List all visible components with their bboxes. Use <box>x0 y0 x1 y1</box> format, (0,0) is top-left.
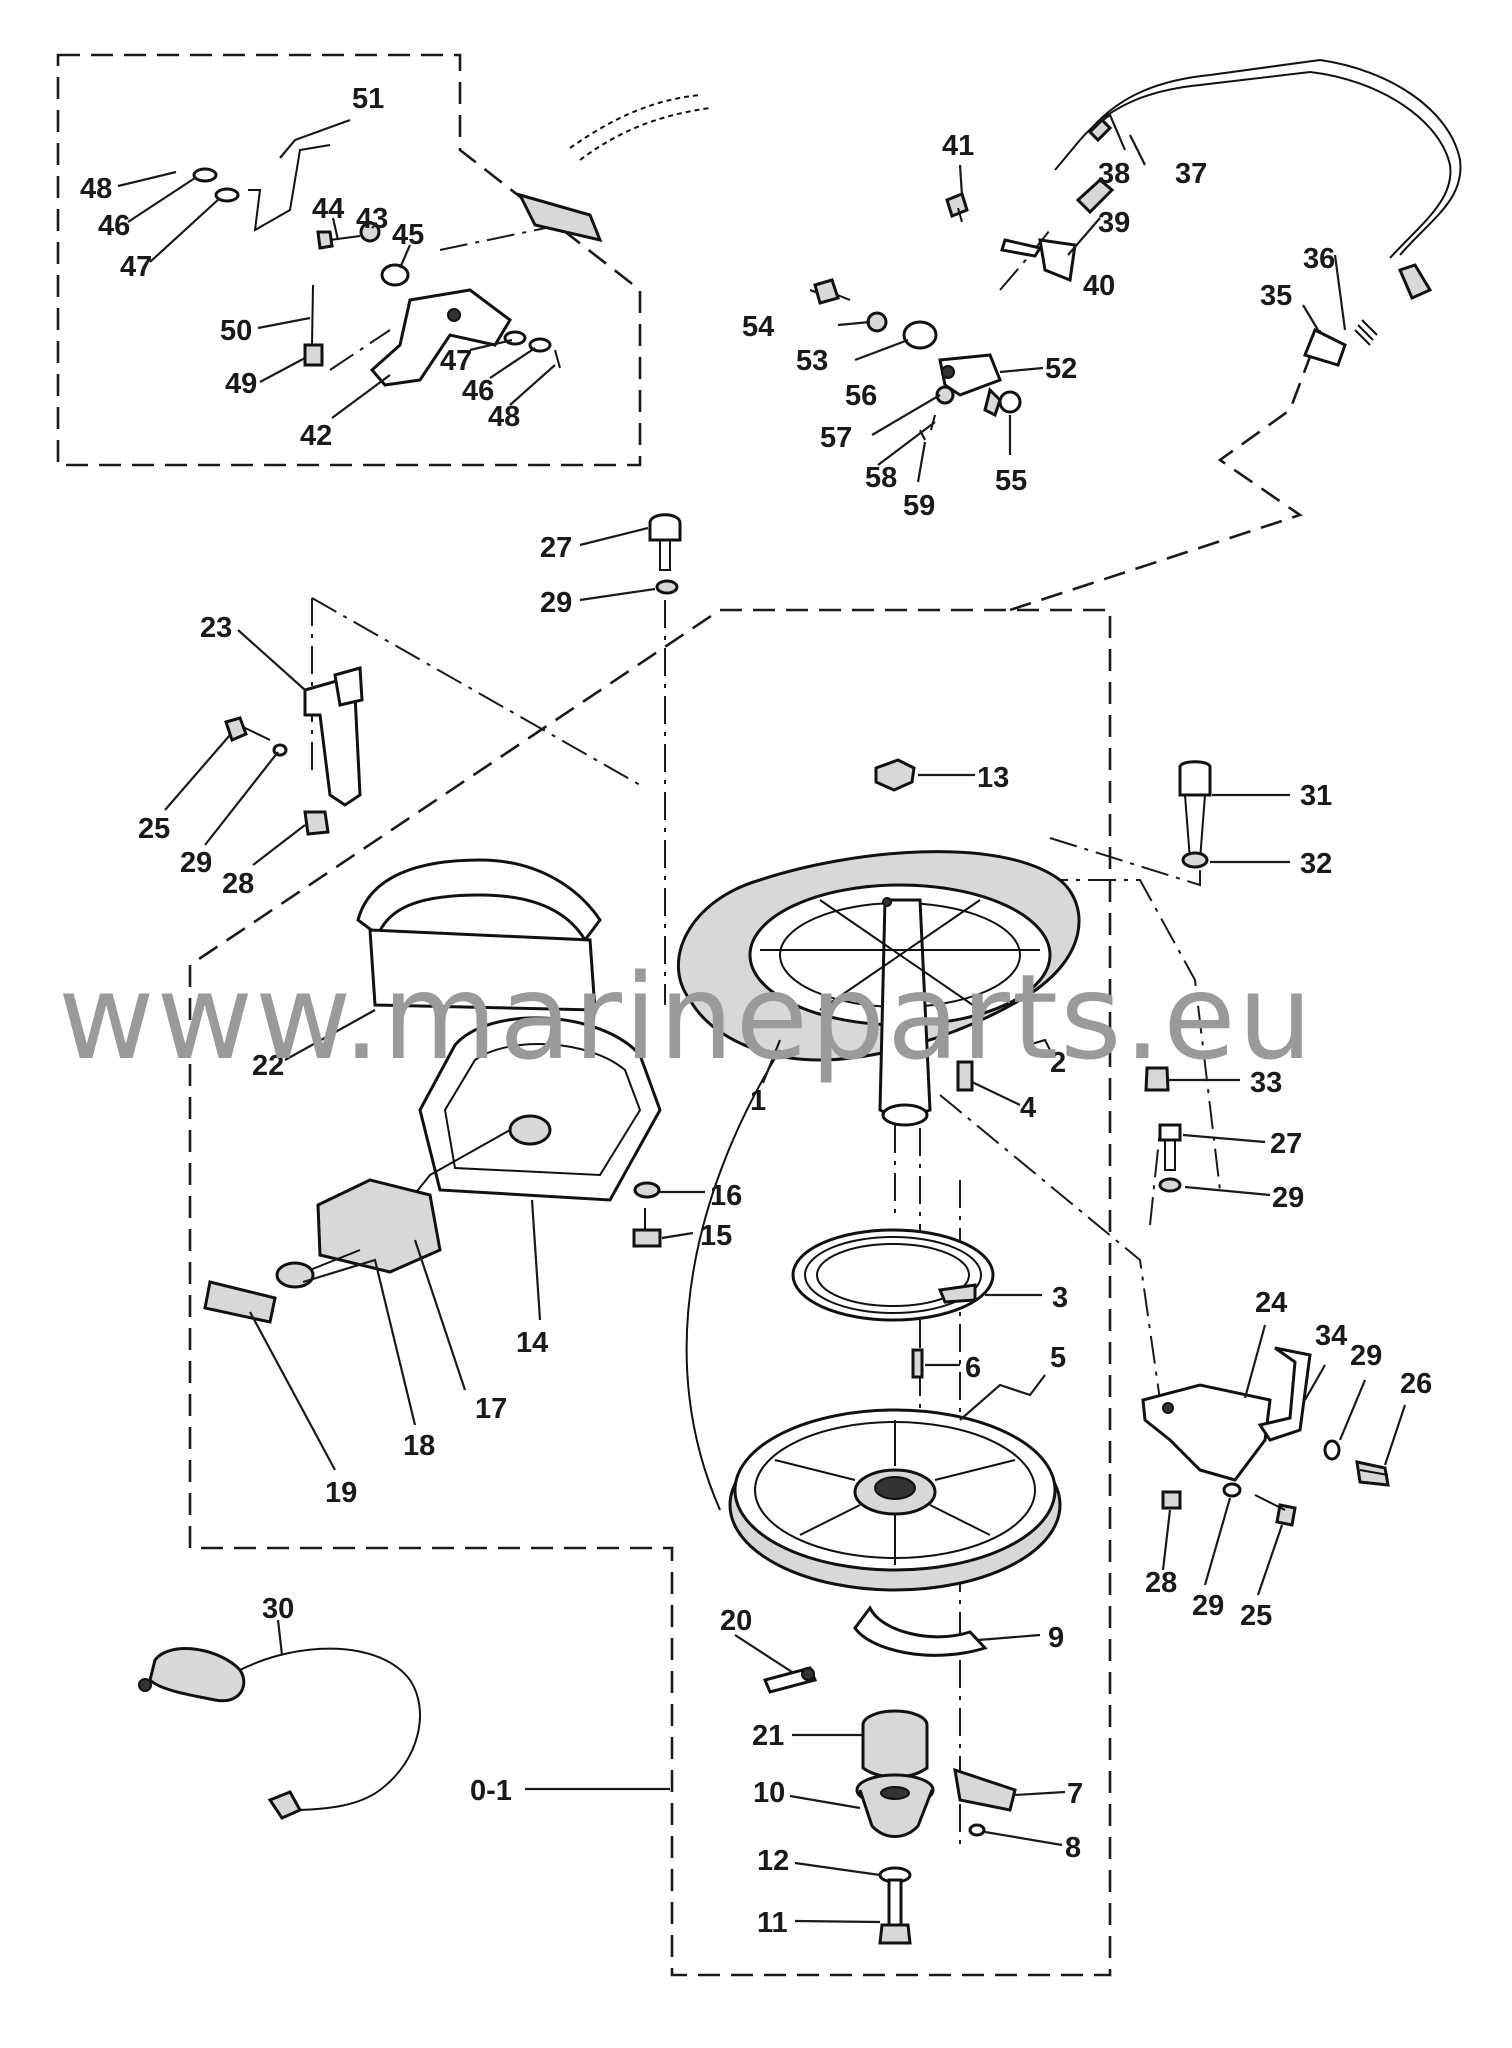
label-23: 23 <box>200 612 232 644</box>
label-41: 41 <box>942 130 974 162</box>
label-34: 34 <box>1315 1320 1347 1352</box>
label-9: 9 <box>1048 1622 1064 1654</box>
label-45: 45 <box>392 219 424 251</box>
label-18: 18 <box>403 1430 435 1462</box>
handle-cover-parts <box>203 858 662 1324</box>
label-29: 29 <box>1272 1182 1304 1214</box>
label-47: 47 <box>440 345 472 377</box>
bracket-left-parts <box>224 666 364 836</box>
label-6: 6 <box>965 1352 981 1384</box>
label-13: 13 <box>977 762 1009 794</box>
starter-housing <box>677 850 1081 1127</box>
label-29: 29 <box>1350 1340 1382 1372</box>
label-55: 55 <box>995 465 1027 497</box>
label-49: 49 <box>225 368 257 400</box>
label-46: 46 <box>98 210 130 242</box>
label-59: 59 <box>903 490 935 522</box>
cable-parts <box>813 58 1462 441</box>
label-40: 40 <box>1083 270 1115 302</box>
starter-rope <box>685 1049 781 1511</box>
label-52: 52 <box>1045 353 1077 385</box>
label-53: 53 <box>796 345 828 377</box>
label-54: 54 <box>742 311 774 343</box>
label-29: 29 <box>540 587 572 619</box>
label-10: 10 <box>753 1777 785 1809</box>
label-33: 33 <box>1250 1067 1282 1099</box>
label-11: 11 <box>757 1907 788 1939</box>
label-4: 4 <box>1020 1092 1036 1124</box>
label-32: 32 <box>1300 848 1332 880</box>
label-43: 43 <box>356 203 388 235</box>
part-labels: 51 48 46 47 44 43 45 50 49 42 47 46 48 4… <box>80 83 1432 1939</box>
watermark: www.marineparts.eu <box>58 948 1315 1086</box>
throttle-linkage-parts <box>192 94 711 387</box>
label-12: 12 <box>757 1845 789 1877</box>
hardware-fasteners <box>632 513 1212 1379</box>
group-boundaries <box>56 53 1322 1977</box>
label-56: 56 <box>845 380 877 412</box>
pawl-assembly <box>762 1605 1017 1945</box>
label-38: 38 <box>1098 158 1130 190</box>
label-39: 39 <box>1098 207 1130 239</box>
label-47: 47 <box>120 251 152 283</box>
label-14: 14 <box>516 1327 548 1359</box>
label-48: 48 <box>488 401 520 433</box>
label-28: 28 <box>222 868 254 900</box>
label-50: 50 <box>220 315 252 347</box>
label-57: 57 <box>820 422 852 454</box>
label-2: 2 <box>1050 1047 1066 1079</box>
label-42: 42 <box>300 420 332 452</box>
label-27: 27 <box>540 532 572 564</box>
label-28: 28 <box>1145 1567 1177 1599</box>
leader-lines <box>117 113 1407 1924</box>
label-25: 25 <box>138 813 170 845</box>
label-15: 15 <box>700 1220 732 1252</box>
label-19: 19 <box>325 1477 357 1509</box>
recoil-spring <box>791 1228 995 1322</box>
label-30: 30 <box>262 1593 294 1625</box>
label-27: 27 <box>1270 1128 1302 1160</box>
label-46: 46 <box>462 375 494 407</box>
label-3: 3 <box>1052 1282 1068 1314</box>
label-21: 21 <box>752 1720 784 1752</box>
label-48: 48 <box>80 173 112 205</box>
label-7: 7 <box>1067 1778 1083 1810</box>
label-58: 58 <box>865 462 897 494</box>
label-24: 24 <box>1255 1287 1287 1319</box>
rope-pulley <box>728 1408 1062 1592</box>
label-29: 29 <box>1192 1590 1224 1622</box>
cable-route-path <box>1009 329 1322 612</box>
label-51: 51 <box>352 83 384 115</box>
label-26: 26 <box>1400 1368 1432 1400</box>
label-25: 25 <box>1240 1600 1272 1632</box>
label-20: 20 <box>720 1605 752 1637</box>
starter-handle-parts <box>138 1647 421 1820</box>
label-1: 1 <box>750 1085 766 1117</box>
linkage-group-outline <box>56 53 642 467</box>
label-8: 8 <box>1065 1832 1081 1864</box>
label-16: 16 <box>710 1180 742 1212</box>
label-35: 35 <box>1260 280 1292 312</box>
label-44: 44 <box>312 193 344 225</box>
label-17: 17 <box>475 1393 507 1425</box>
label-0-1: 0-1 <box>470 1775 512 1807</box>
label-5: 5 <box>1050 1342 1066 1374</box>
label-22: 22 <box>252 1050 284 1082</box>
label-37: 37 <box>1175 158 1207 190</box>
label-36: 36 <box>1303 243 1335 275</box>
label-29: 29 <box>180 847 212 879</box>
interlock-lever-parts <box>1141 1346 1390 1527</box>
label-31: 31 <box>1300 780 1332 812</box>
